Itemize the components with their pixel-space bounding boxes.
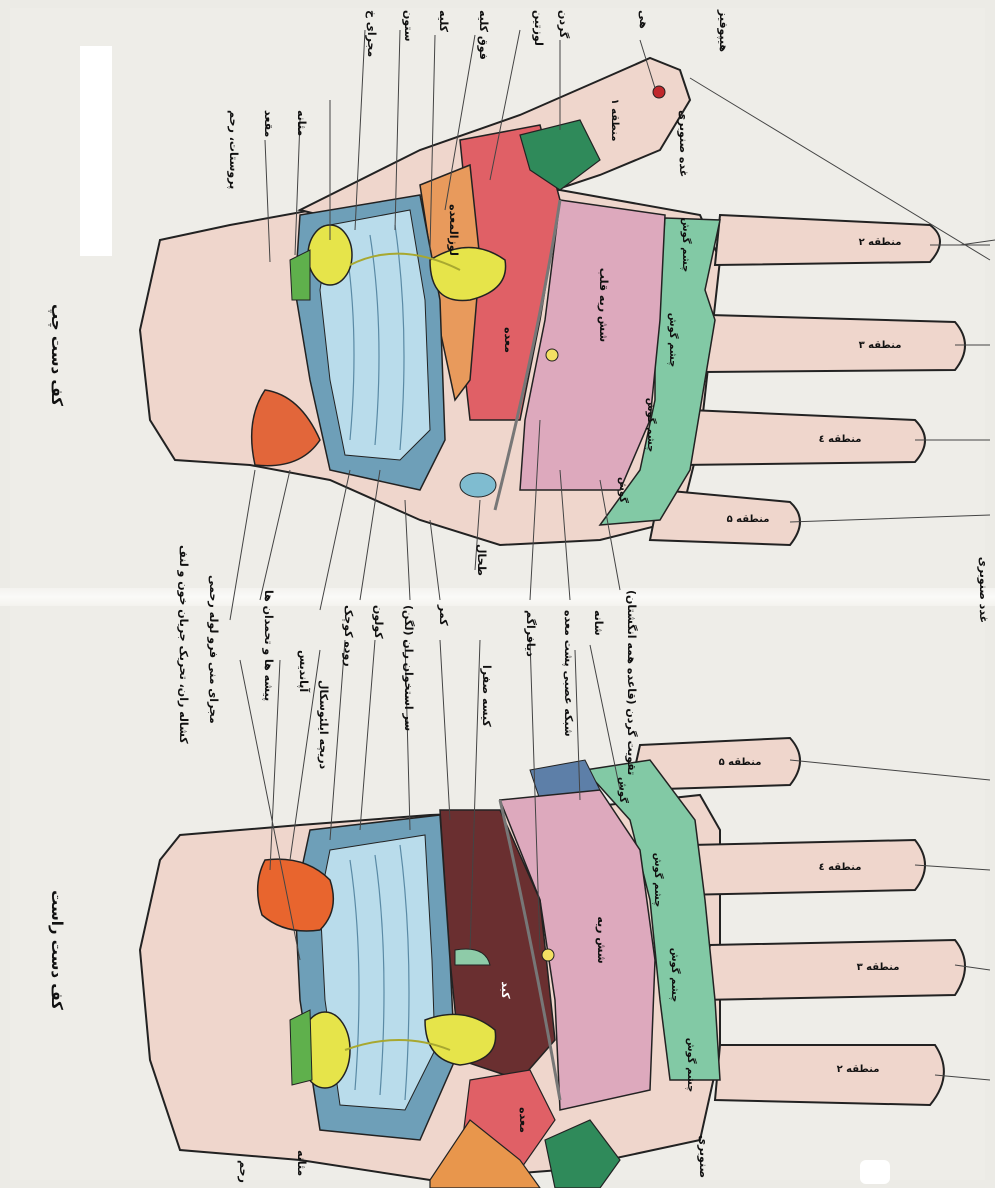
right-zone-4: منطقه ٤ <box>819 862 862 873</box>
right-zone-3: منطقه ۳ <box>857 962 900 973</box>
label-shoulder: شانه <box>592 610 605 636</box>
label-anus: مقعد <box>262 110 275 137</box>
label-uterus: رحم <box>237 1160 250 1183</box>
right-organ-gallbladder: کیسه صفرا <box>480 665 493 727</box>
left-zone-1: منطقه ۱ <box>609 99 620 142</box>
left-zone-5: منطقه ۵ <box>727 514 770 525</box>
left-organ-lungs: شش ریه قلب <box>597 268 610 343</box>
left-zone-3: منطقه ۳ <box>859 340 902 351</box>
label-bladder-right: مثانه <box>295 1150 308 1176</box>
label-pineal-right: صنوبری <box>697 1135 710 1178</box>
label-hip: سر استخوان ران (لگن) <box>402 605 415 731</box>
right-finger-label-2: چشم گوش <box>652 853 665 908</box>
label-pituitary: هیپوفیز <box>717 9 730 52</box>
label-duct: مجرای خ <box>365 10 378 57</box>
label-solar-plexus: شبکه عصبی پشت معده <box>562 610 575 737</box>
left-organ-pancreas: لوزالمعده <box>447 204 460 256</box>
label-fallopian: مجرای منی فرو لوله رحمی <box>207 575 220 724</box>
left-organ-spleen: طحال <box>475 544 488 576</box>
left-hand-title: کف دست چپ <box>47 304 66 406</box>
right-organ-liver: کبد <box>499 981 512 999</box>
left-finger-label-2: چشم گوش <box>667 313 680 368</box>
left-finger-label-3: چشم گوش <box>645 398 658 453</box>
left-finger-label-4: گوش <box>617 477 630 503</box>
label-pineal: غده صنوبری <box>677 110 690 177</box>
right-zone-2: منطقه ۲ <box>837 1064 880 1075</box>
label-tonsils: لوزتین <box>532 10 545 46</box>
right-finger-label-4: چشم گوش <box>685 1038 698 1093</box>
white-mask <box>80 46 112 256</box>
label-neck: گردن <box>557 10 570 39</box>
left-zone-4: منطقه ٤ <box>819 434 862 445</box>
label-groin: کشاله ران، تحریک جریان خون و لنف <box>177 545 190 744</box>
right-finger-label-3: چشم گوش <box>669 948 682 1003</box>
label-spine: ستون <box>402 10 415 42</box>
label-ovaries: پیشه ها و تحمدان ها <box>262 590 275 701</box>
right-organ-lungs: شش ریه <box>595 916 608 963</box>
label-waist: کمر <box>437 604 450 626</box>
white-mask-bottom <box>860 1160 890 1184</box>
label-neck-strengthen: تقویت گردن (قاعده همه انگشتان) <box>625 590 638 775</box>
right-hand-title: کف دست راست <box>48 890 66 1010</box>
label-prostate: پروستات، رحم <box>227 110 240 189</box>
right-organ-stomach: معده <box>517 1107 530 1133</box>
label-ileocecal: دریچه ایلئوسکال <box>317 680 330 770</box>
right-finger-label-1: گوش <box>617 777 630 803</box>
label-kidney: کلیه <box>437 10 450 33</box>
right-zone-5: منطقه ۵ <box>719 757 762 768</box>
label-small-intestine: روده کوچک <box>342 605 355 667</box>
label-diaphragm: دیافراگم <box>524 610 537 657</box>
label-bladder: مثانه <box>295 110 308 136</box>
left-organ-stomach: معده <box>502 327 515 353</box>
label-hi: هی <box>637 10 650 29</box>
label-adrenal: فوق کلیه <box>477 10 490 60</box>
label-colon: کولون <box>372 605 385 639</box>
left-zone-2: منطقه ۲ <box>859 237 902 248</box>
top-cut-text: غدد صنوبری <box>977 557 990 623</box>
left-finger-label-1: چشم گوش <box>680 218 693 273</box>
label-appendix: آپاندیس <box>297 650 311 692</box>
